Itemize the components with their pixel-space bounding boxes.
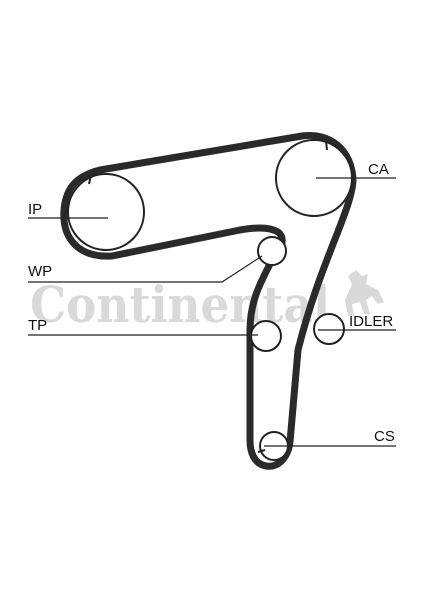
cs-label: CS <box>374 428 395 445</box>
wp-leader-line <box>28 255 263 283</box>
tp-label: TP <box>28 317 47 334</box>
ip-pulley <box>67 173 145 251</box>
watermark-brand-text: Continental <box>30 275 330 334</box>
idler-pulley <box>313 313 345 345</box>
ca-label: CA <box>368 161 389 178</box>
tp-pulley <box>250 320 282 352</box>
idler-label: IDLER <box>349 313 393 330</box>
wp-label: WP <box>28 263 52 280</box>
horse-logo-icon <box>345 270 384 316</box>
timing-belt <box>60 131 357 470</box>
continental-watermark: Continental <box>30 270 384 334</box>
wp-pulley <box>257 236 287 266</box>
ip-label: IP <box>28 201 42 218</box>
